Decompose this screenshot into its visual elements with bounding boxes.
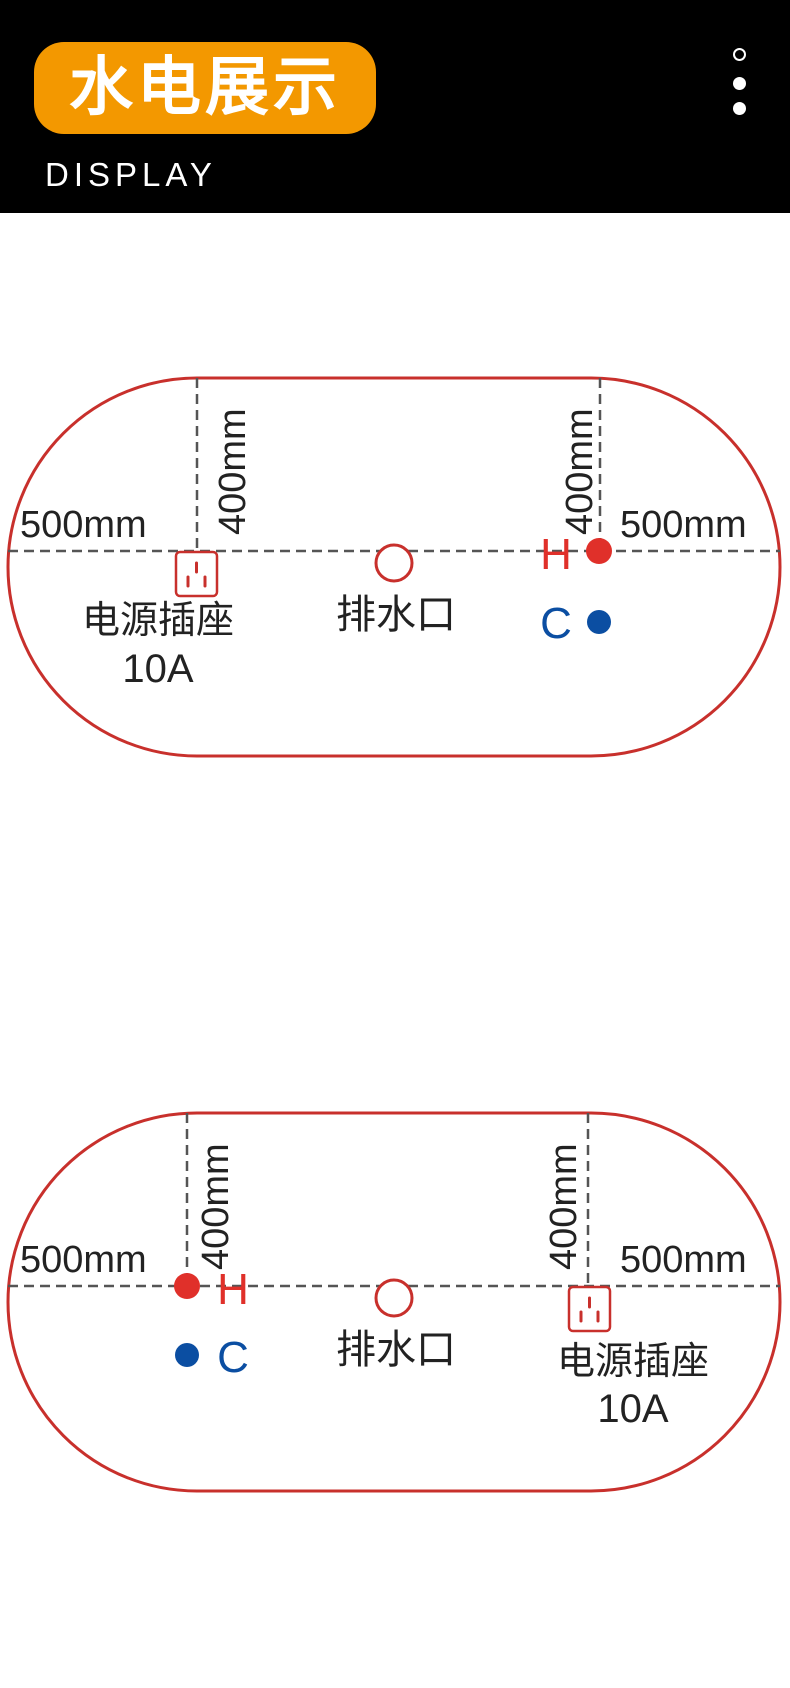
left-vertical-dimension: 400mm xyxy=(212,408,254,535)
cabinet-outline xyxy=(6,376,782,758)
drain-label: 排水口 xyxy=(336,592,456,638)
hot-water-point xyxy=(586,538,612,564)
outlet-label: 电源插座 xyxy=(557,1339,709,1383)
outlet-rating: 10A xyxy=(597,1387,668,1431)
layout-diagram-1: 500mm 400mm 400mm 500mm 电源插座 10A 排水口 H C xyxy=(6,376,782,758)
right-vertical-dimension: 400mm xyxy=(543,1143,585,1270)
menu-dot xyxy=(733,48,746,61)
right-vertical-dimension: 400mm xyxy=(559,408,601,535)
outlet-rating: 10A xyxy=(122,647,193,691)
hot-water-point xyxy=(174,1273,200,1299)
outlet-label: 电源插座 xyxy=(82,598,234,642)
menu-dot xyxy=(733,77,746,90)
right-horizontal-dimension: 500mm xyxy=(620,1239,747,1281)
drain-icon xyxy=(374,543,414,583)
drain-icon xyxy=(374,1278,414,1318)
left-horizontal-dimension: 500mm xyxy=(20,504,147,546)
page-title: 水电展示 xyxy=(69,51,341,125)
menu-dot xyxy=(733,102,746,115)
hot-water-label: H xyxy=(217,1265,249,1314)
cabinet-outline xyxy=(6,1111,782,1493)
power-outlet-icon xyxy=(567,1285,612,1333)
power-outlet-icon xyxy=(174,550,219,598)
left-horizontal-dimension: 500mm xyxy=(20,1239,147,1281)
cold-water-label: C xyxy=(217,1333,249,1382)
page-subtitle: DISPLAY xyxy=(45,156,217,193)
cold-water-point xyxy=(175,1343,199,1367)
hot-water-label: H xyxy=(540,530,572,579)
header-bar: 水电展示 DISPLAY xyxy=(0,0,790,213)
layout-diagram-2: 500mm 400mm 400mm 500mm H C 排水口 电源插座 10A xyxy=(6,1111,782,1493)
drain-label: 排水口 xyxy=(336,1327,456,1373)
cold-water-point xyxy=(587,610,611,634)
left-vertical-dimension: 400mm xyxy=(195,1143,237,1270)
title-badge: 水电展示 xyxy=(34,42,376,134)
cold-water-label: C xyxy=(540,599,572,648)
right-horizontal-dimension: 500mm xyxy=(620,504,747,546)
more-menu-icon[interactable] xyxy=(726,46,754,118)
